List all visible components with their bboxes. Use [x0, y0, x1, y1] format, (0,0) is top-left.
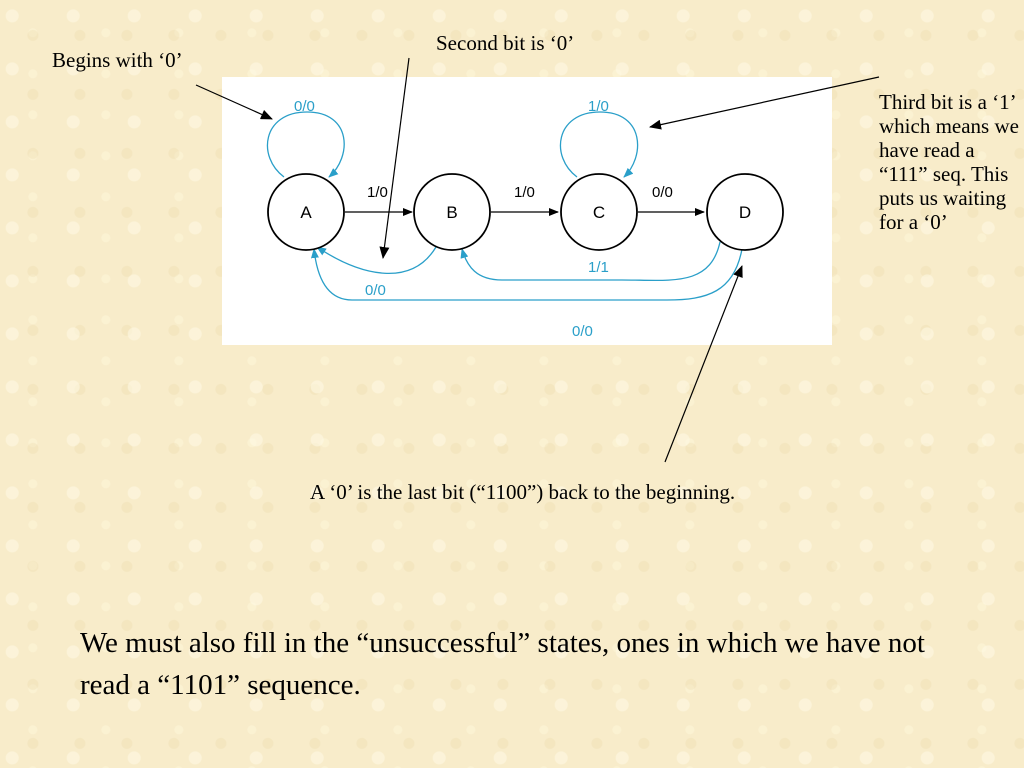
state-c — [560, 173, 638, 251]
transition-label-d-b: 1/1 — [588, 259, 609, 276]
transition-label-b-a: 0/0 — [365, 282, 386, 299]
edge-b-a — [316, 246, 437, 275]
transition-label-c-d: 0/0 — [652, 184, 673, 201]
annotation-second-bit: Second bit is ‘0’ — [436, 31, 575, 55]
annotation-third-bit: Third bit is a ‘1’ which means we have r… — [879, 90, 1019, 234]
state-a — [267, 173, 345, 251]
self-loop-a — [266, 111, 345, 178]
transition-label-b-c: 1/0 — [514, 184, 535, 201]
bottom-explanation-text: We must also fill in the “unsuccessful” … — [80, 627, 925, 701]
state-diagram-panel: 0/0 1/0 1/0 1/0 0/0 0/0 1/1 0/0 A B C D — [222, 77, 832, 345]
annotation-last-bit: A ‘0’ is the last bit (“1100”) back to t… — [310, 480, 736, 504]
state-label-b: B — [446, 203, 457, 222]
self-loop-c — [559, 111, 639, 178]
transition-label-a-b: 1/0 — [367, 184, 388, 201]
transition-label-a-a: 0/0 — [294, 98, 315, 115]
state-label-d: D — [739, 203, 751, 222]
state-label-c: C — [593, 203, 605, 222]
annotation-begins-with: Begins with ‘0’ — [52, 48, 183, 72]
state-label-a: A — [300, 203, 312, 222]
transition-label-c-c: 1/0 — [588, 98, 609, 115]
state-b — [413, 173, 491, 251]
state-d — [706, 173, 784, 251]
transition-label-d-a: 0/0 — [572, 323, 593, 340]
state-diagram: 0/0 1/0 1/0 1/0 0/0 0/0 1/1 0/0 A B C D — [266, 98, 784, 340]
